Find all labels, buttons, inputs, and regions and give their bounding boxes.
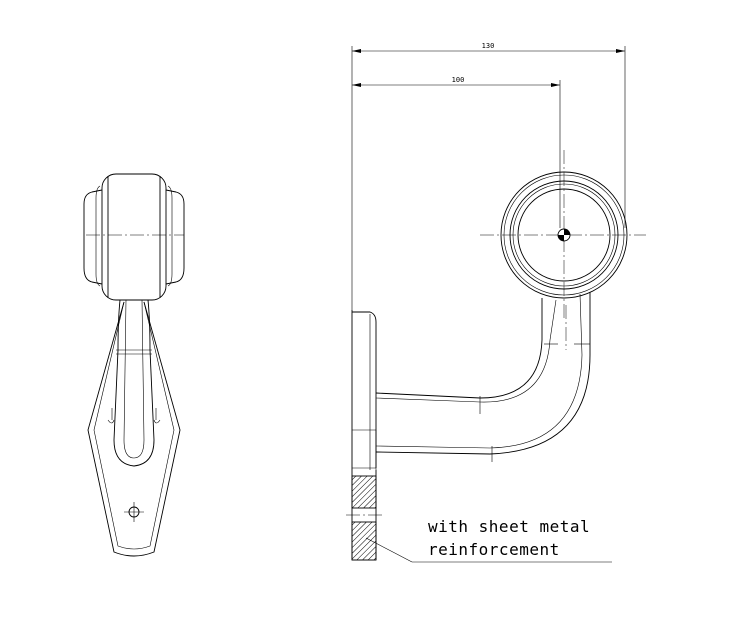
annotation-note: with sheet metal reinforcement [428,517,590,559]
dimension-130: 130 [351,42,626,310]
plate-section-bottom [351,521,377,561]
annotation-leader [365,537,612,563]
side-view-stem [107,299,161,467]
annotation-line-1: with sheet metal [428,517,590,536]
annotation-line-2: reinforcement [428,540,560,559]
front-view-arm [375,292,591,470]
side-view-housing [83,173,185,301]
front-view-lens [480,150,646,318]
side-view-base-plate [87,301,181,557]
side-view [83,173,185,557]
mounting-hole [124,502,144,522]
front-view-plate [346,310,382,561]
front-view: 130 100 with sheet metal reinforcement [346,42,646,563]
dimension-100: 100 [352,76,561,228]
dimension-130-label: 130 [482,42,495,50]
dimension-100-label: 100 [452,76,465,84]
center-mark-icon [557,228,571,242]
plate-section-top [351,475,377,509]
